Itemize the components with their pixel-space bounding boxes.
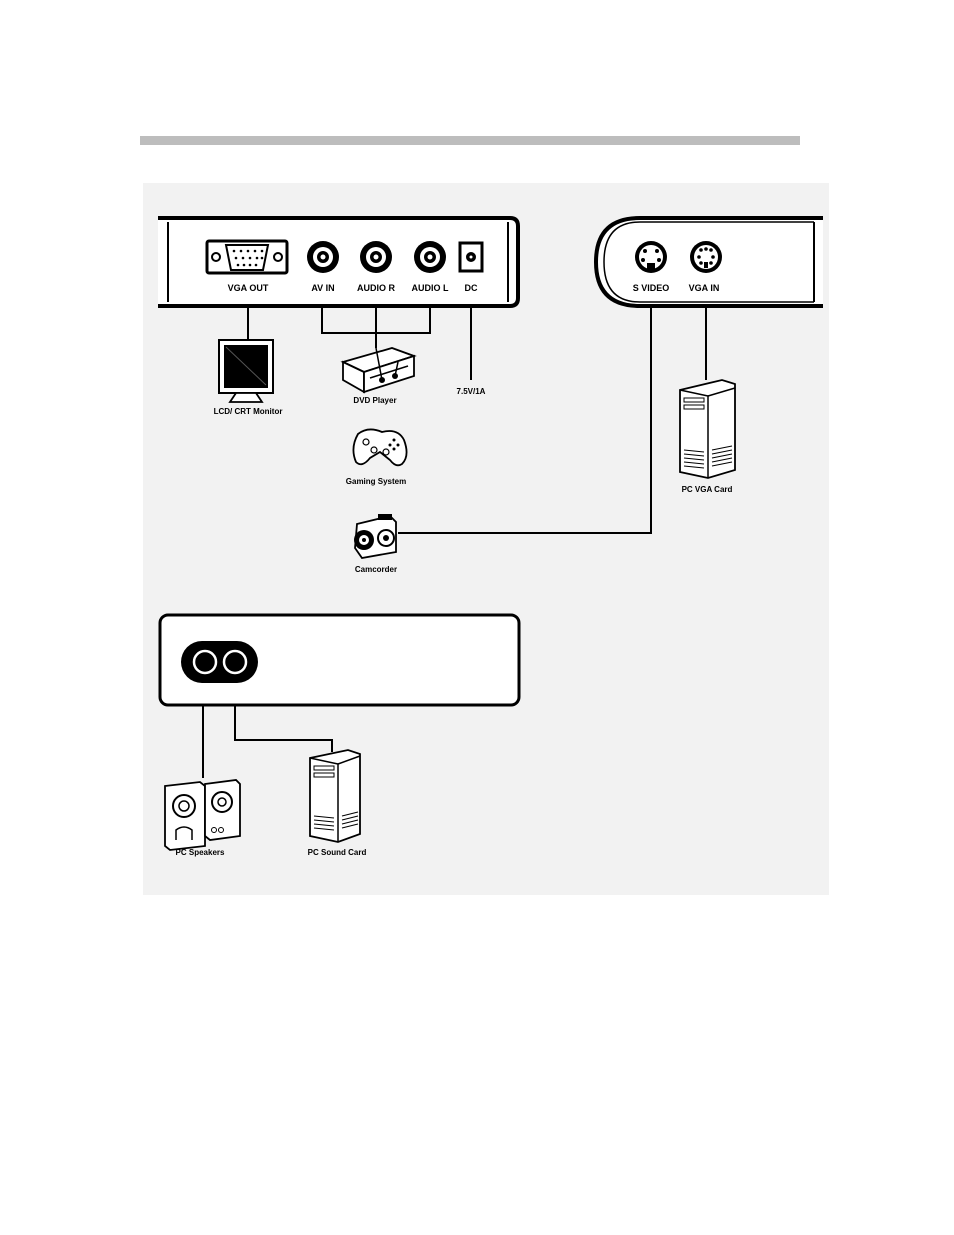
monitor-caption: LCD/ CRT Monitor <box>214 407 283 416</box>
lcd-monitor-icon <box>219 340 273 402</box>
s-video-port[interactable] <box>635 241 667 273</box>
audio-r-label: AUDIO R <box>357 283 396 293</box>
vga-out-label: VGA OUT <box>228 283 269 293</box>
s-video-label: S VIDEO <box>633 283 670 293</box>
audio-panel <box>160 615 519 705</box>
pc-tower-vga-icon <box>680 380 735 478</box>
audio-l-port[interactable] <box>414 241 446 273</box>
pc-sound-caption: PC Sound Card <box>308 848 367 857</box>
vga-out-port[interactable] <box>207 241 287 273</box>
dvd-caption: DVD Player <box>353 396 396 405</box>
speakers-caption: PC Speakers <box>176 848 225 857</box>
vga-in-label: VGA IN <box>689 283 720 293</box>
pc-vga-caption: PC VGA Card <box>682 485 733 494</box>
camcorder-caption: Camcorder <box>355 565 397 574</box>
dc-label: DC <box>465 283 478 293</box>
av-in-port[interactable] <box>307 241 339 273</box>
av-in-label: AV IN <box>311 283 334 293</box>
power-caption: 7.5V/1A <box>457 387 486 396</box>
rear-panel: VGA OUT AV IN AUDIO R AUDIO L DC <box>158 218 518 306</box>
audio-r-port[interactable] <box>360 241 392 273</box>
audio-l-label: AUDIO L <box>412 283 450 293</box>
dc-port[interactable] <box>460 243 482 271</box>
vga-in-port[interactable] <box>690 241 722 273</box>
gaming-caption: Gaming System <box>346 477 406 486</box>
front-panel: S VIDEO VGA IN <box>596 218 823 306</box>
header-rule <box>140 136 800 145</box>
pc-tower-sound-icon <box>310 750 360 842</box>
